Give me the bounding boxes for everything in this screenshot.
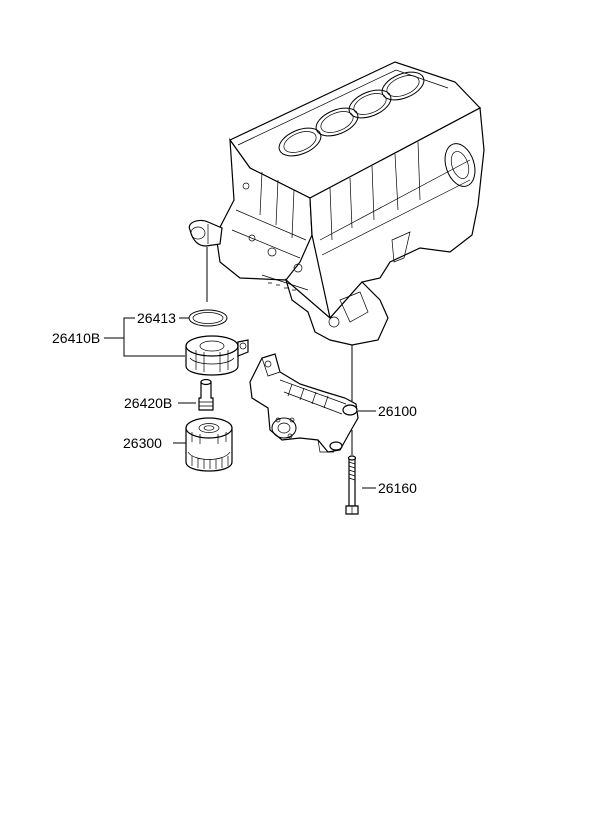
engine-block	[188, 61, 485, 346]
oil-filter[interactable]	[185, 417, 233, 472]
label-26300[interactable]: 26300	[123, 435, 162, 451]
part-labels: 26413 26410B 26420B 26300 26100 26160	[52, 310, 417, 496]
label-26413[interactable]: 26413	[137, 310, 176, 326]
o-ring[interactable]	[188, 309, 228, 327]
pump-bolt[interactable]	[345, 455, 359, 515]
label-26420B[interactable]: 26420B	[124, 395, 172, 411]
oil-cooler[interactable]	[185, 335, 249, 376]
label-26410B[interactable]: 26410B	[52, 330, 100, 346]
oil-pump[interactable]	[249, 353, 359, 453]
connector-bolt[interactable]	[198, 378, 214, 411]
label-26100[interactable]: 26100	[378, 403, 417, 419]
leader-lines	[104, 247, 376, 489]
label-26160[interactable]: 26160	[378, 480, 417, 496]
